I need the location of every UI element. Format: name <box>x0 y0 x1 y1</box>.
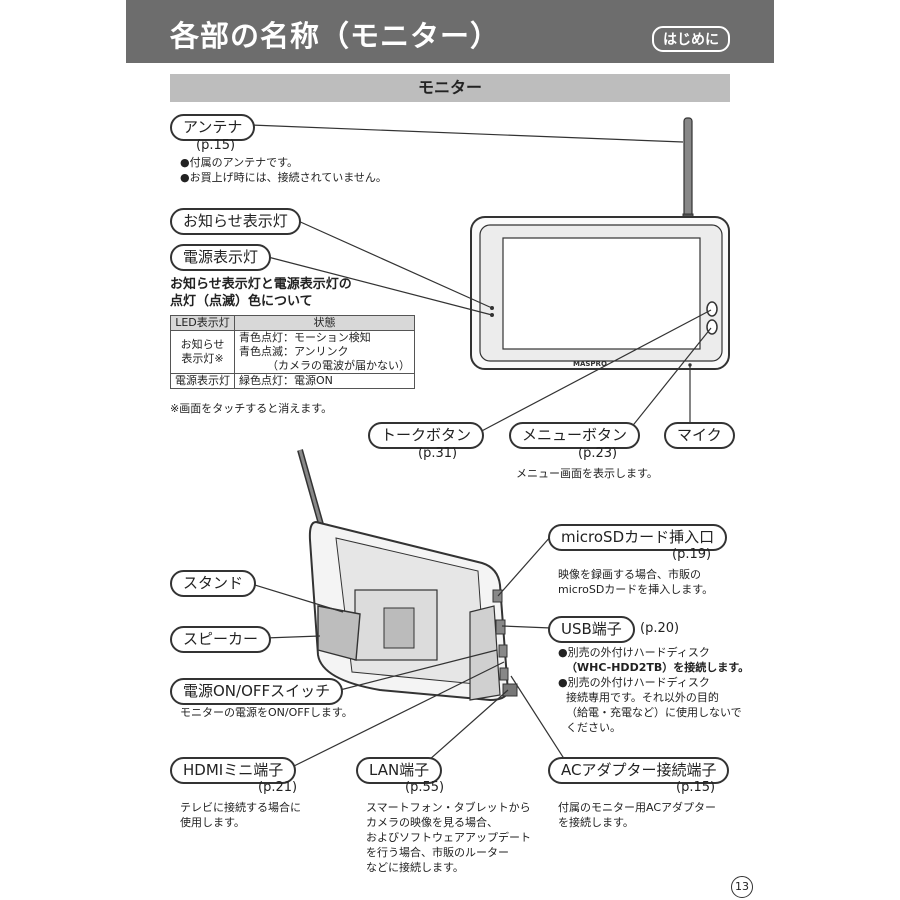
ac-page: (p.15) <box>676 780 716 795</box>
table-row: 電源表示灯 緑色点灯：電源ON <box>170 373 415 389</box>
usb-page: (p.20) <box>640 621 680 636</box>
antenna-note-line: ●付属のアンテナです。 <box>180 156 299 169</box>
usb-note-line: ●別売の外付けハードディスク <box>558 646 710 659</box>
led-heading-line: お知らせ表示灯と電源表示灯の <box>170 277 352 292</box>
section-title: モニター <box>170 74 730 102</box>
led-footnote: ※画面をタッチすると消えます。 <box>170 402 333 415</box>
led-status-table: LED表示灯 状態 お知らせ 表示灯※ 青色点灯：モーション検知 青色点滅：アン… <box>170 315 415 389</box>
hdmi-note-line: テレビに接続する場合に <box>180 801 301 814</box>
cell-line: 青色点滅：アンリンク <box>239 345 349 358</box>
talk-page: (p.31) <box>418 446 458 461</box>
chapter-badge: はじめに <box>652 26 730 52</box>
microsd-slot-label: microSDカード挿入口 <box>548 524 728 551</box>
lan-note-line: およびソフトウェアアップデート <box>366 831 531 844</box>
menu-button-label: メニューボタン <box>509 422 641 449</box>
antenna-note: ●付属のアンテナです。 ●お買上げ時には、接続されていません。 <box>180 155 387 185</box>
notify-led-states: 青色点灯：モーション検知 青色点滅：アンリンク （カメラの電波が届かない） <box>234 330 415 374</box>
notify-led-label: お知らせ表示灯 <box>170 208 301 235</box>
hdmi-port-label: HDMIミニ端子 <box>170 757 297 784</box>
talk-button-label: トークボタン <box>368 422 485 449</box>
page-number: 13 <box>731 876 753 898</box>
page-title: 各部の名称（モニター） <box>170 19 501 53</box>
menu-note: メニュー画面を表示します。 <box>516 467 658 480</box>
cell-line: （カメラの電波が届かない） <box>267 359 410 372</box>
power-led-label: 電源表示灯 <box>170 244 272 271</box>
menu-page: (p.23) <box>578 446 618 461</box>
antenna-label: アンテナ <box>170 114 256 141</box>
led-section-heading: お知らせ表示灯と電源表示灯の 点灯（点滅）色について <box>170 276 352 310</box>
ac-note-line: を接続します。 <box>558 816 634 829</box>
monitor-front <box>470 117 730 370</box>
hdmi-page: (p.21) <box>258 780 298 795</box>
monitor-back <box>297 449 518 702</box>
lan-note-line: を行う場合、市販のルーター <box>366 846 509 859</box>
cell-line: お知らせ <box>180 338 225 351</box>
usb-note-line: 接続専用です。それ以外の目的 <box>566 691 719 704</box>
lan-port-label: LAN端子 <box>356 757 443 784</box>
mic-label: マイク <box>664 422 735 449</box>
microsd-note-line: microSDカードを挿入します。 <box>558 583 714 596</box>
ac-adapter-port-label: ACアダプター接続端子 <box>548 757 730 784</box>
speaker-label: スピーカー <box>170 626 272 653</box>
power-led-state: 緑色点灯：電源ON <box>234 373 415 389</box>
power-switch-note: モニターの電源をON/OFFします。 <box>180 706 353 719</box>
page-header: 各部の名称（モニター） はじめに <box>126 0 774 63</box>
ac-note: 付属のモニター用ACアダプター を接続します。 <box>558 800 716 830</box>
usb-note-line: ください。 <box>566 721 621 734</box>
cell-line: 青色点灯：モーション検知 <box>239 331 371 344</box>
usb-port-label: USB端子 <box>548 616 635 643</box>
usb-note-line: ●別売の外付けハードディスク <box>558 676 710 689</box>
leader-lines <box>244 124 712 769</box>
ac-note-line: 付属のモニター用ACアダプター <box>558 801 717 814</box>
power-led-name: 電源表示灯 <box>170 373 235 389</box>
hdmi-note-line: 使用します。 <box>180 816 245 829</box>
microsd-note: 映像を録画する場合、市販の microSDカードを挿入します。 <box>558 567 713 597</box>
brand-logo: MASPRO <box>573 360 607 368</box>
table-header-led: LED表示灯 <box>170 315 235 331</box>
lan-note-line: などに接続します。 <box>366 861 464 874</box>
stand-label: スタンド <box>170 570 257 597</box>
led-heading-line: 点灯（点滅）色について <box>170 294 313 309</box>
notify-led-name: お知らせ 表示灯※ <box>170 330 235 374</box>
table-row: お知らせ 表示灯※ 青色点灯：モーション検知 青色点滅：アンリンク （カメラの電… <box>170 330 415 374</box>
antenna-note-line: ●お買上げ時には、接続されていません。 <box>180 171 387 184</box>
usb-note-line: （給電・充電など）に使用しないで <box>566 706 742 719</box>
usb-note-line: （WHC-HDD2TB）を接続します。 <box>566 661 750 674</box>
lan-note-line: スマートフォン・タブレットから <box>366 801 531 814</box>
microsd-note-line: 映像を録画する場合、市販の <box>558 568 701 581</box>
cell-line: 表示灯※ <box>181 352 224 365</box>
hdmi-note: テレビに接続する場合に 使用します。 <box>180 800 301 830</box>
lan-page: (p.55) <box>405 780 445 795</box>
usb-note: ●別売の外付けハードディスク （WHC-HDD2TB）を接続します。 ●別売の外… <box>558 645 749 735</box>
lan-note-line: カメラの映像を見る場合、 <box>366 816 498 829</box>
table-header-row: LED表示灯 状態 <box>170 315 415 331</box>
power-switch-label: 電源ON/OFFスイッチ <box>170 678 344 705</box>
lan-note: スマートフォン・タブレットから カメラの映像を見る場合、 およびソフトウェアアッ… <box>366 800 531 875</box>
table-header-state: 状態 <box>234 315 415 331</box>
microsd-page: (p.19) <box>672 547 712 562</box>
antenna-page: (p.15) <box>196 138 236 153</box>
